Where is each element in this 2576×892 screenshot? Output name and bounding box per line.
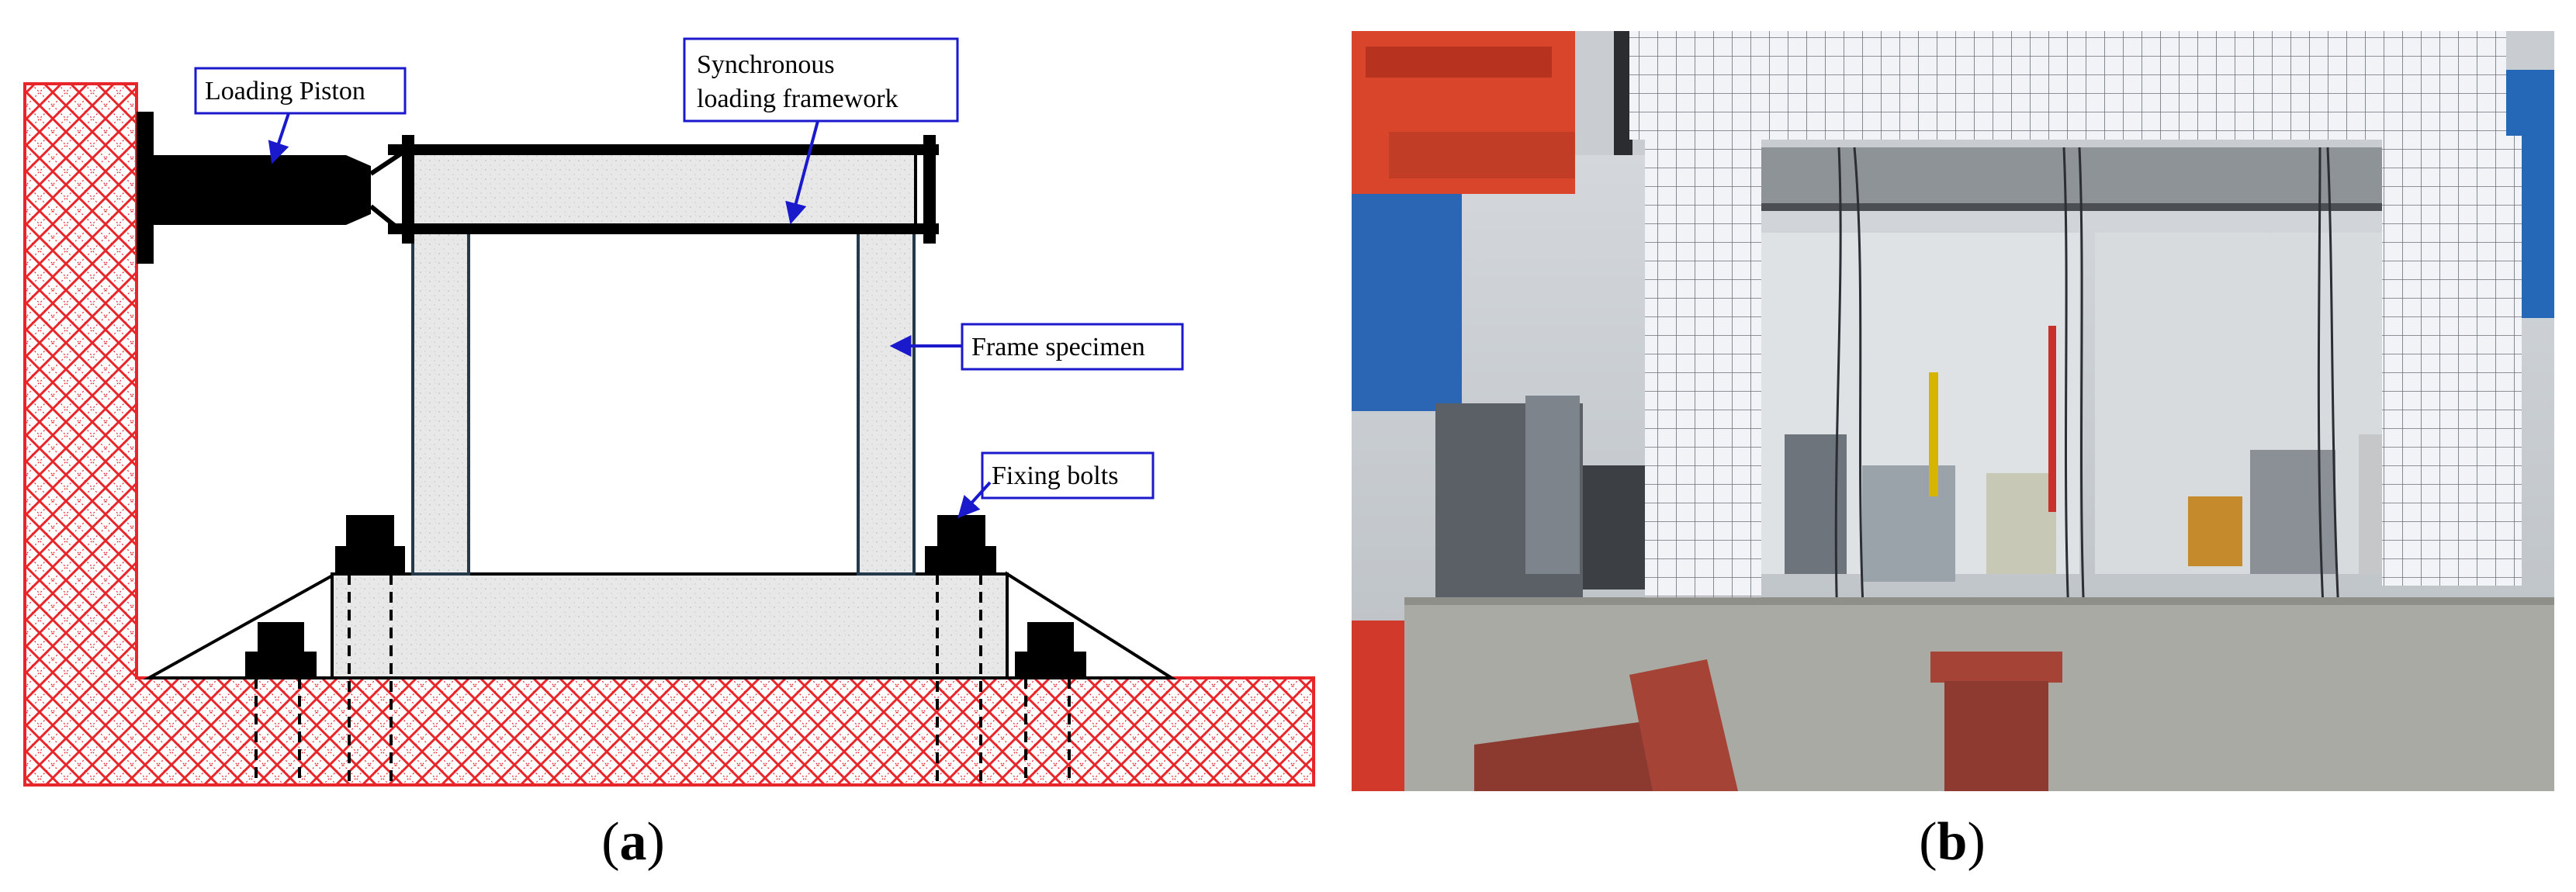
mezzanine-floor <box>1707 147 2390 209</box>
callout-loading-piston: Loading Piston <box>194 67 407 164</box>
bolt-block-right-inner <box>925 515 996 574</box>
panel-b-label: (b) <box>1919 812 1986 872</box>
photo-right-column <box>2382 136 2522 586</box>
callout-frame-specimen-text: Frame specimen <box>971 333 1145 361</box>
anchor-bolts <box>254 574 1071 785</box>
foreground-fixture-left <box>1474 659 1738 791</box>
bolt-block-left-outer <box>245 622 317 678</box>
callout-synchronous-framework: Synchronous loading framework <box>683 37 959 225</box>
left-column <box>411 231 470 576</box>
foundation-beam <box>331 572 1009 679</box>
photo-top-beam <box>1629 31 2506 140</box>
blue-equipment-left <box>1352 178 1462 411</box>
callout-fixing-bolts-text: Fixing bolts <box>992 462 1118 490</box>
top-beam <box>402 150 917 234</box>
panel-b-photo: (b) <box>1352 31 2554 872</box>
loading-piston <box>137 112 405 264</box>
callout-frame-specimen: Frame specimen <box>889 323 1184 371</box>
bolt-block-right-outer <box>1015 622 1086 678</box>
framework-top-plate <box>388 144 939 155</box>
panel-a-schematic: Loading Piston Synchronous loading frame… <box>23 37 1315 872</box>
framework-right-end-plate <box>923 135 936 244</box>
callout-loading-piston-text: Loading Piston <box>205 77 365 105</box>
callout-fixing-bolts: Fixing bolts <box>957 451 1155 519</box>
red-floor-fixture <box>1352 621 1414 791</box>
bolt-block-left-inner <box>335 515 405 574</box>
framework-left-end-plate <box>402 135 414 244</box>
framework-bottom-plate <box>388 223 939 234</box>
right-column <box>857 231 916 576</box>
panel-a-label: (a) <box>601 812 665 872</box>
callout-sync-line2: loading framework <box>697 85 898 113</box>
photo-left-column <box>1645 136 1761 605</box>
foreground-fixture-right <box>1930 652 2062 791</box>
reaction-wall <box>23 82 1315 787</box>
callout-sync-line1: Synchronous <box>697 50 835 79</box>
